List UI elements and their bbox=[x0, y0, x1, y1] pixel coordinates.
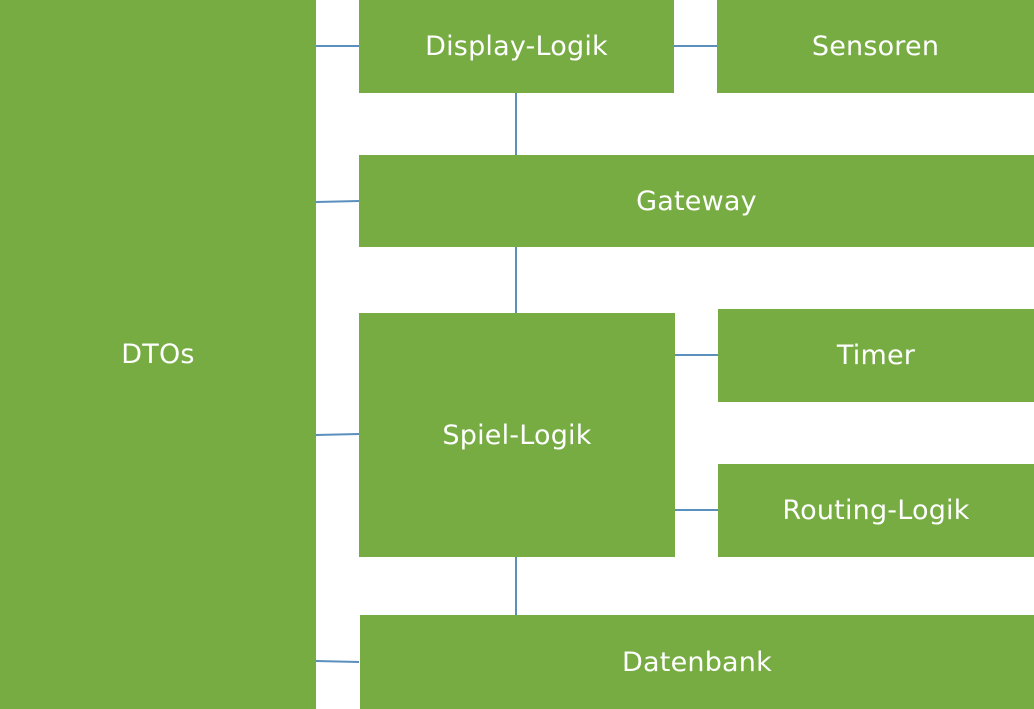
spiel-logik-box: Spiel-Logik bbox=[359, 313, 675, 557]
connector-dtos-spiel-logik bbox=[315, 433, 360, 436]
datenbank-label: Datenbank bbox=[622, 646, 772, 678]
sensoren-box: Sensoren bbox=[717, 0, 1034, 93]
spiel-logik-label: Spiel-Logik bbox=[442, 419, 592, 451]
connector-dtos-datenbank bbox=[315, 660, 360, 663]
routing-logik-box: Routing-Logik bbox=[718, 464, 1034, 557]
routing-logik-label: Routing-Logik bbox=[782, 495, 970, 526]
display-logik-box: Display-Logik bbox=[359, 0, 674, 93]
timer-box: Timer bbox=[718, 309, 1034, 402]
sensoren-label: Sensoren bbox=[811, 31, 940, 62]
timer-label: Timer bbox=[836, 340, 916, 371]
dtos-box: DTOs bbox=[0, 0, 316, 709]
datenbank-box: Datenbank bbox=[360, 615, 1034, 709]
display-logik-label: Display-Logik bbox=[425, 31, 608, 62]
connector-dtos-gateway bbox=[315, 200, 360, 203]
dtos-label: DTOs bbox=[121, 339, 195, 370]
gateway-label: Gateway bbox=[636, 185, 757, 217]
gateway-box: Gateway bbox=[359, 155, 1034, 247]
